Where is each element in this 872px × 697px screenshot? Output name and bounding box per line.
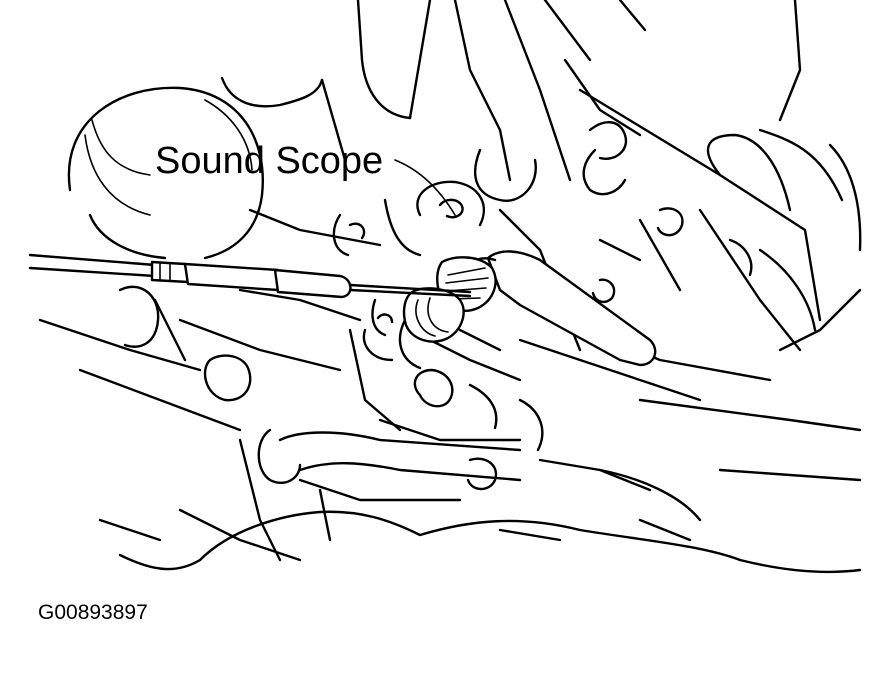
lower-hose xyxy=(98,238,862,574)
figure-id: G00893897 xyxy=(38,601,148,624)
sensor-connector xyxy=(371,250,657,367)
sound-scope-probe xyxy=(28,253,472,299)
right-block xyxy=(518,0,862,482)
sound-scope-label: Sound Scope xyxy=(155,140,384,182)
upper-brackets xyxy=(220,0,647,182)
callout-leader xyxy=(394,159,456,216)
engine-block xyxy=(38,148,582,502)
round-cover xyxy=(67,86,264,260)
